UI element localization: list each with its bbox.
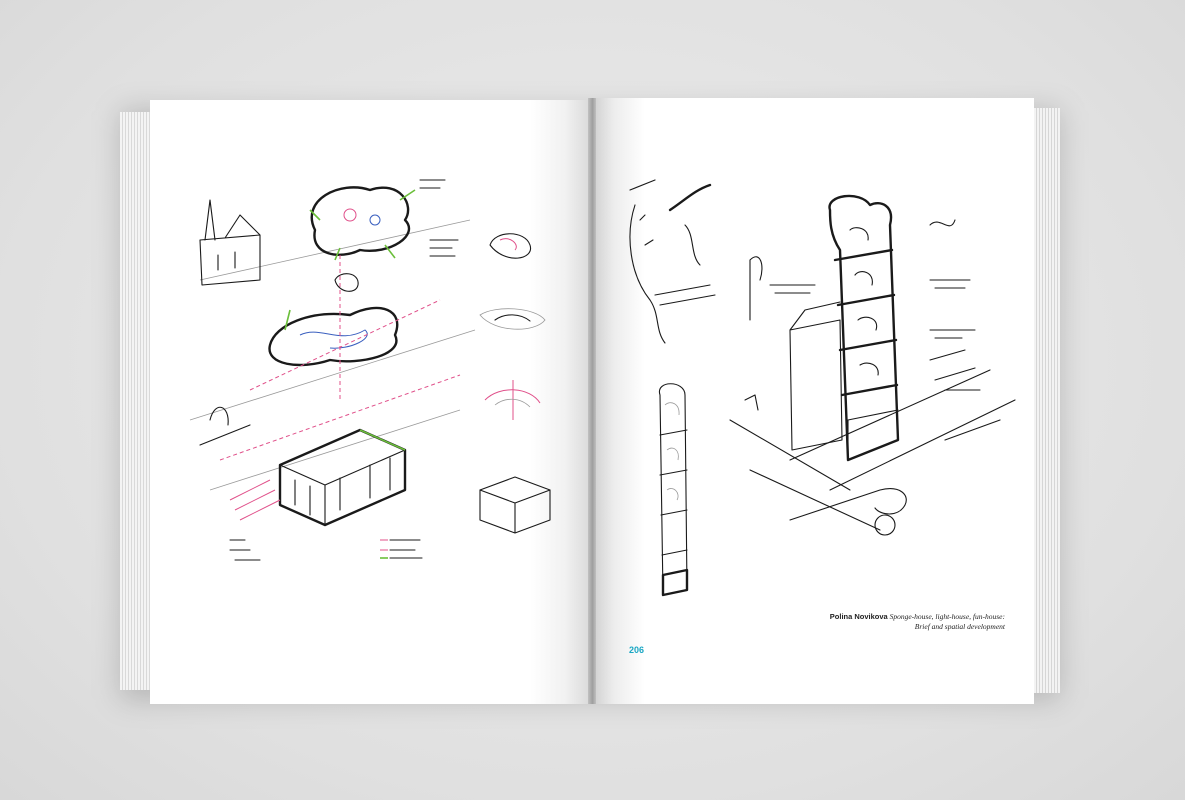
small-tower-sketch <box>659 383 689 597</box>
caption-subtitle: Brief and spatial development <box>914 622 1005 631</box>
caption-title: Sponge-house, light-house, fun-house: <box>889 612 1005 621</box>
caption-author: Polina Novikova <box>829 612 888 621</box>
figure-caption: Polina Novikova Sponge-house, light-hous… <box>745 612 1005 632</box>
tower-sketch-illustration <box>729 194 1016 536</box>
architectural-sketch-illustration <box>189 179 476 561</box>
left-page <box>150 100 592 704</box>
page-edges-left <box>120 112 154 690</box>
thumbnail-sketches-column <box>479 233 551 534</box>
right-page <box>592 98 1034 704</box>
page-number: 206 <box>629 645 645 655</box>
book-gutter <box>588 98 596 704</box>
page-edges-right <box>1030 108 1060 693</box>
map-sketch-illustration <box>629 179 716 344</box>
